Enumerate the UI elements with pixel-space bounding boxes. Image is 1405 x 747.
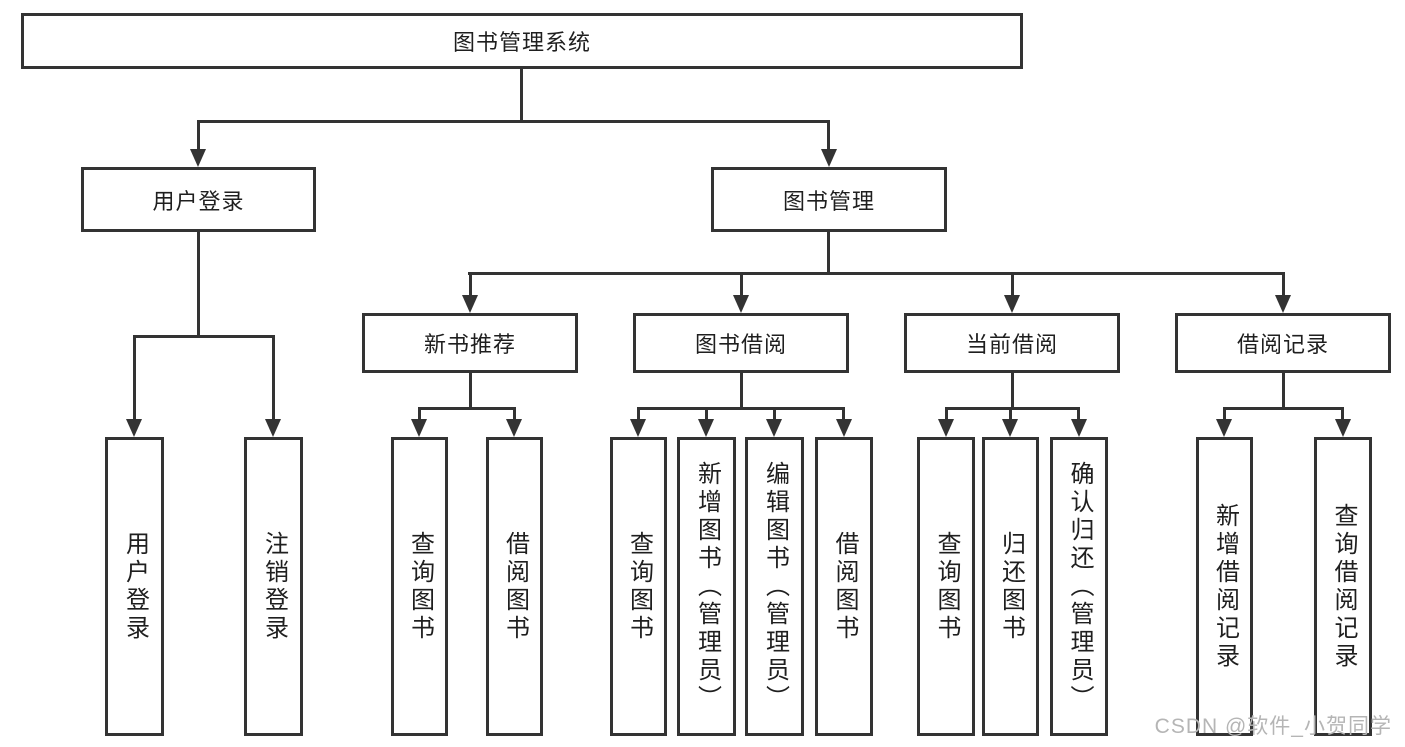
arrowhead-down-icon [698,419,714,437]
leaf-confirm-return-admin: 确认归还（管理员） [1050,437,1108,736]
connector-line [1282,272,1285,297]
node-book-management: 图书管理 [711,167,947,232]
connector-line [418,407,421,421]
leaf-borrow-books-recommend: 借阅图书 [486,437,543,736]
connector-line [513,407,516,421]
connector-line [827,120,830,151]
node-user-login: 用户登录 [81,167,316,232]
leaf-edit-books-admin: 编辑图书（管理员） [745,437,804,736]
arrowhead-down-icon [190,149,206,167]
arrowhead-down-icon [1335,419,1351,437]
leaf-query-books-borrowing: 查询图书 [610,437,667,736]
node-label: 查询图书 [406,530,434,643]
connector-line [468,272,1285,275]
node-label: 归还图书 [997,530,1025,643]
connector-line [272,335,275,419]
connector-line [1009,407,1012,421]
leaf-return-books: 归还图书 [982,437,1039,736]
node-library-management-system: 图书管理系统 [21,13,1023,69]
connector-line [1223,407,1226,421]
connector-line [133,335,136,419]
leaf-query-borrow-record: 查询借阅记录 [1314,437,1372,736]
arrowhead-down-icon [836,419,852,437]
arrowhead-down-icon [462,295,478,313]
node-label: 借阅图书 [831,530,858,643]
node-current-borrowing: 当前借阅 [904,313,1120,373]
node-label: 确认归还（管理员） [1066,460,1093,713]
node-new-book-recommendation: 新书推荐 [362,313,578,373]
arrowhead-down-icon [938,419,954,437]
connector-line [740,373,743,407]
connector-line [469,272,472,297]
arrowhead-down-icon [1004,295,1020,313]
node-label: 查询图书 [933,530,960,643]
leaf-user-login: 用户登录 [105,437,164,736]
connector-line [197,120,830,123]
node-label: 用户登录 [121,530,149,643]
arrowhead-down-icon [411,419,427,437]
leaf-query-books-current: 查询图书 [917,437,975,736]
connector-line [827,232,830,272]
connector-line [469,373,472,407]
arrowhead-down-icon [1002,419,1018,437]
node-borrowing-records: 借阅记录 [1175,313,1391,373]
connector-line [945,407,1080,410]
node-label: 查询图书 [625,530,653,643]
node-label: 图书管理系统 [452,30,591,55]
connector-line [197,120,200,151]
arrowhead-down-icon [265,419,281,437]
node-label: 查询借阅记录 [1330,502,1357,671]
arrowhead-down-icon [126,419,142,437]
connector-line [637,407,640,421]
connector-line [1282,373,1285,407]
leaf-query-books-recommend: 查询图书 [391,437,448,736]
arrowhead-down-icon [1071,419,1087,437]
connector-line [1077,407,1080,421]
node-label: 借阅记录 [1236,332,1329,357]
arrowhead-down-icon [733,295,749,313]
leaf-borrow-books-borrowing: 借阅图书 [815,437,873,736]
watermark: CSDN @软件_小贺同学 [1154,715,1392,738]
node-label: 图书借阅 [694,332,787,357]
node-label: 新增借阅记录 [1211,502,1239,671]
connector-line [1011,373,1014,407]
connector-line [1341,407,1344,421]
leaf-add-borrow-record: 新增借阅记录 [1196,437,1253,736]
connector-line [945,407,948,421]
connector-line [1223,407,1344,410]
arrowhead-down-icon [506,419,522,437]
connector-line [197,232,200,335]
node-label: 新增图书（管理员） [693,460,721,713]
connector-line [1011,272,1014,297]
arrowhead-down-icon [766,419,782,437]
arrowhead-down-icon [821,149,837,167]
node-label: 注销登录 [260,530,288,643]
leaf-logout: 注销登录 [244,437,303,736]
connector-line [133,335,275,338]
connector-line [740,272,743,297]
arrowhead-down-icon [1275,295,1291,313]
arrowhead-down-icon [1216,419,1232,437]
connector-line [842,407,845,421]
node-label: 当前借阅 [965,332,1058,357]
node-label: 用户登录 [152,188,245,214]
connector-line [637,407,845,410]
connector-line [773,407,776,421]
connector-line [520,69,523,120]
node-label: 编辑图书（管理员） [761,460,789,713]
node-label: 新书推荐 [423,332,516,357]
connector-line [418,407,516,410]
node-label: 借阅图书 [501,530,529,643]
node-label: 图书管理 [782,188,875,214]
node-book-borrowing: 图书借阅 [633,313,849,373]
arrowhead-down-icon [630,419,646,437]
connector-line [705,407,708,421]
leaf-add-books-admin: 新增图书（管理员） [677,437,736,736]
